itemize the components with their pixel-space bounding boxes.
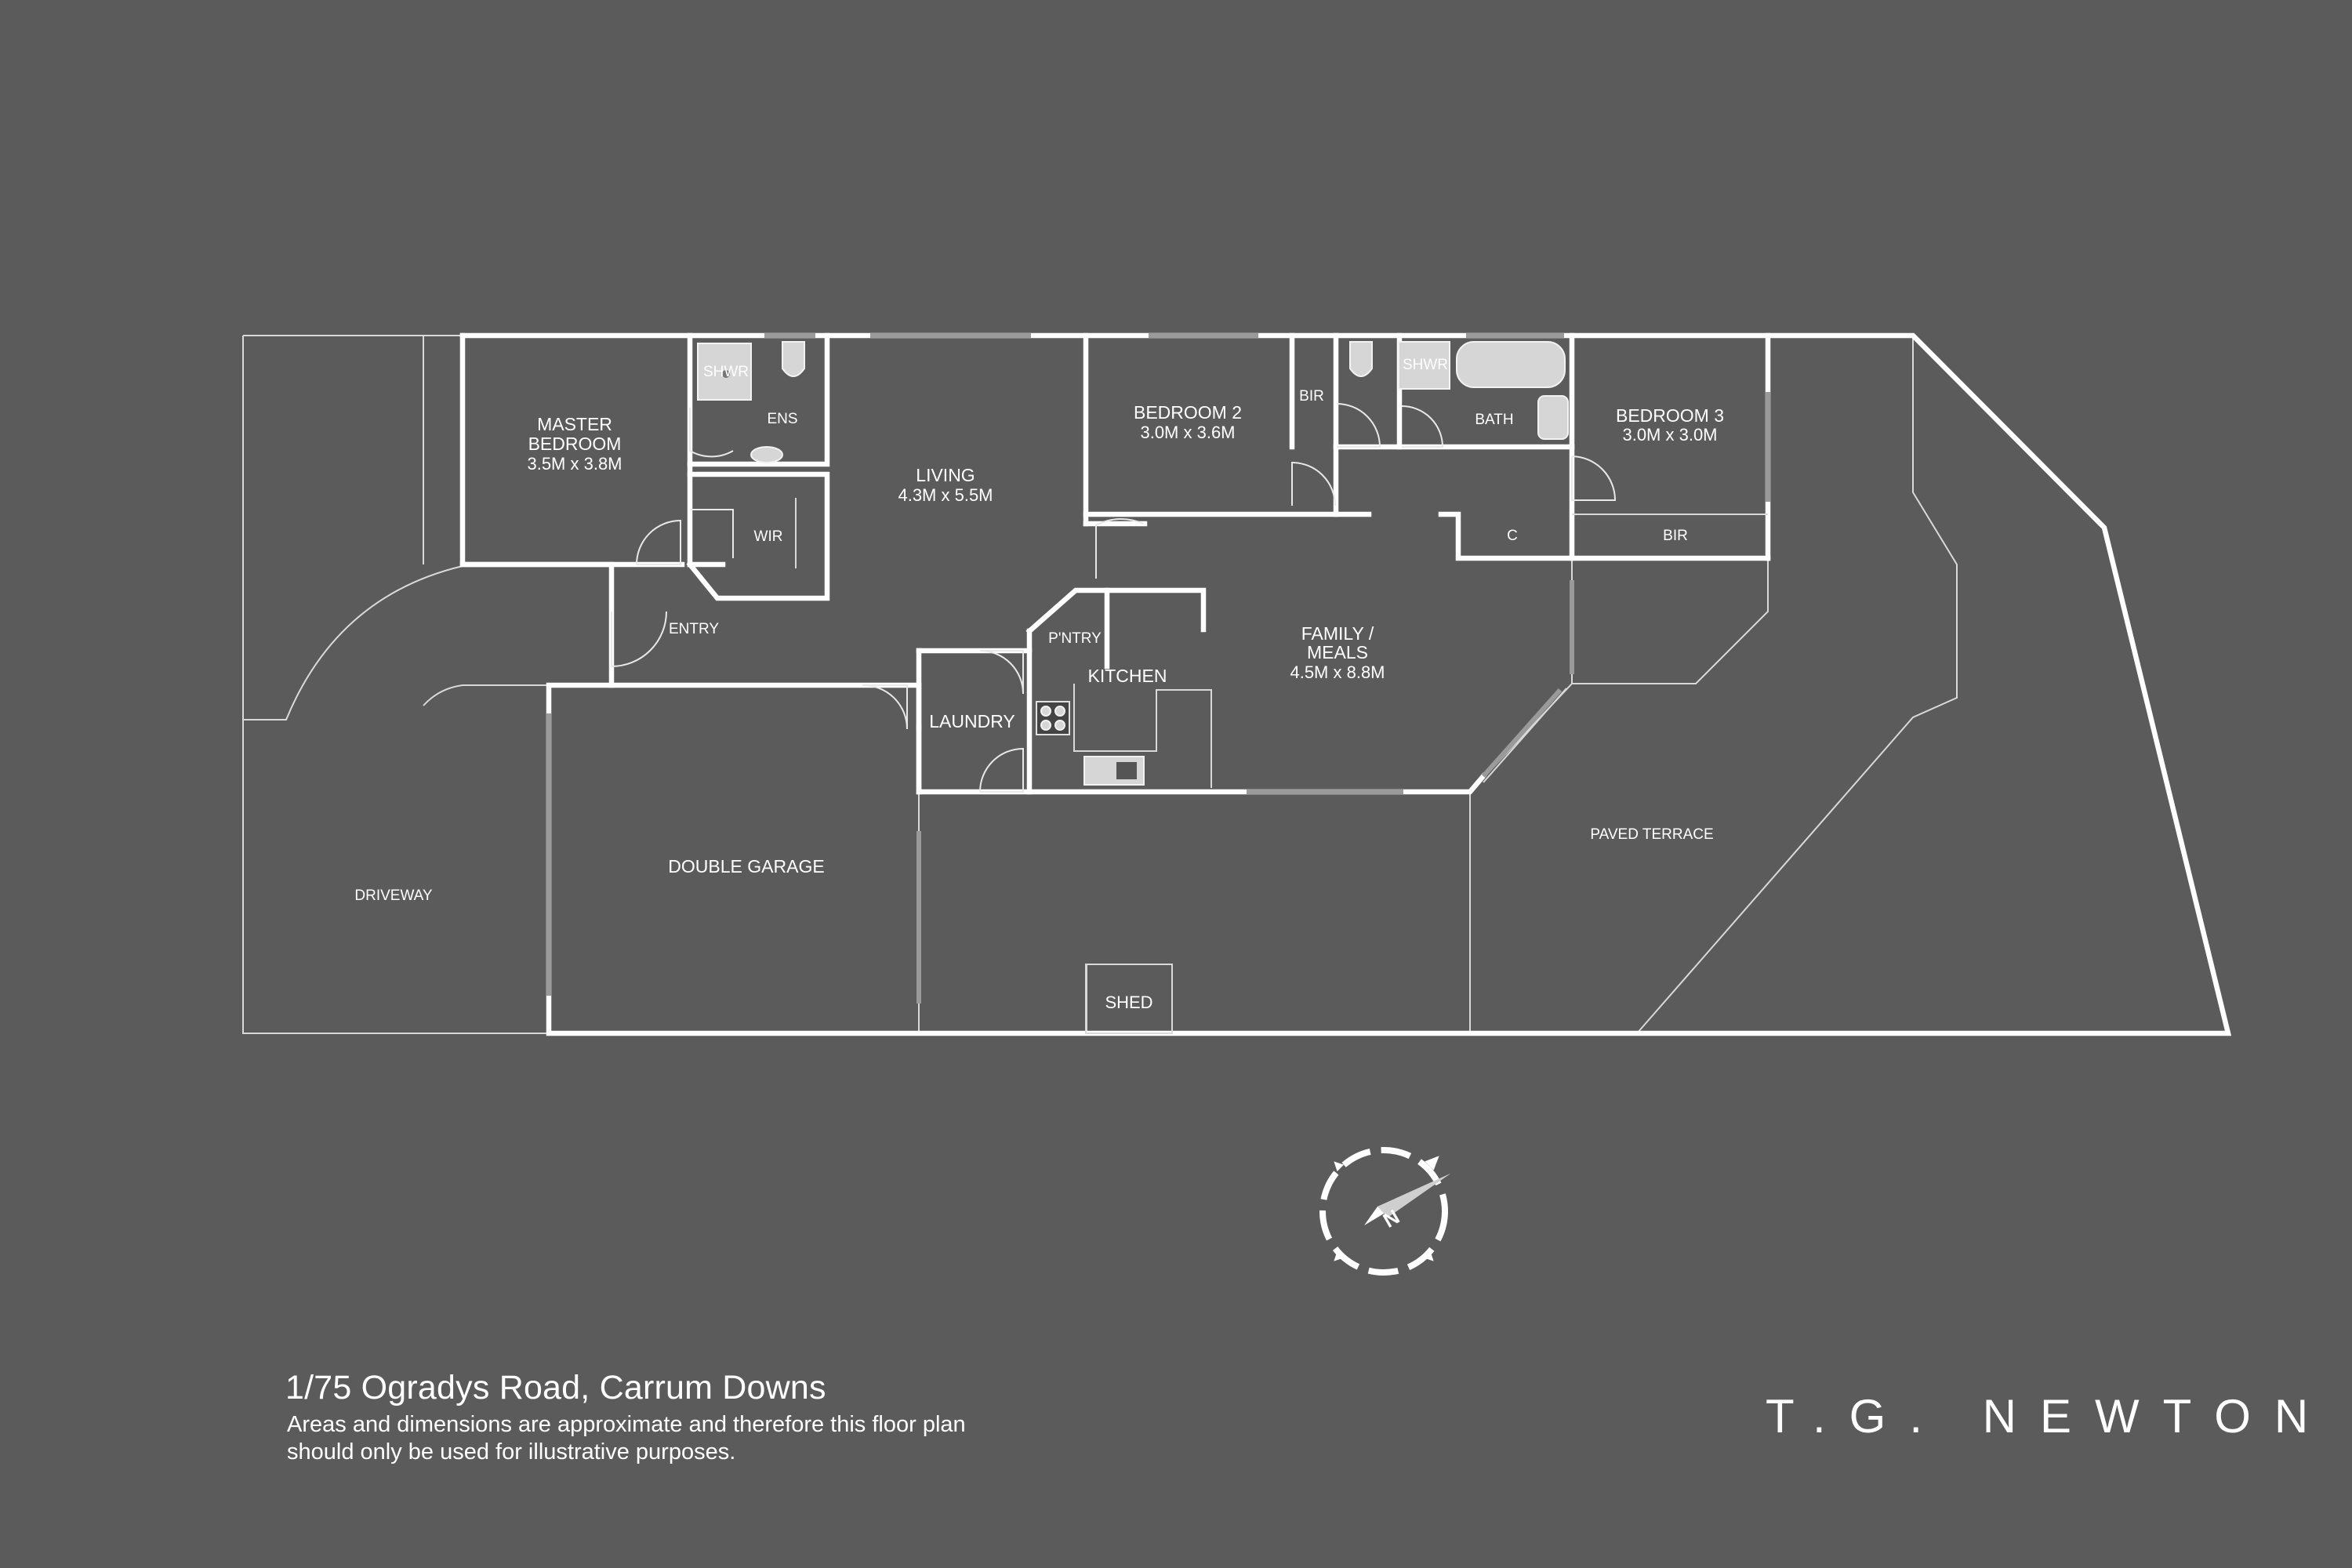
address-block: 1/75 Ogradys Road, Carrum Downs Areas an… [285,1369,993,1466]
family-dims: 4.5M x 8.8M [1290,662,1385,682]
disclaimer-text: Areas and dimensions are approximate and… [287,1412,966,1465]
pantry-label: P'NTRY [1048,630,1102,647]
shed-label: SHED [1105,993,1152,1012]
bath-label: BATH [1475,412,1513,428]
kitchen-label: KITCHEN [1088,666,1167,686]
cooktop-icon [1036,701,1070,735]
family-label-2: MEALS [1307,642,1368,662]
paved-terrace-label: PAVED TERRACE [1590,826,1713,843]
shower-drain-icon [722,370,730,378]
driveway-label: DRIVEWAY [354,887,433,904]
family-label: FAMILY / [1301,623,1374,644]
fixtures [697,341,1768,1034]
entry-label: ENTRY [669,621,719,637]
windows [546,333,1770,1004]
master-bedroom-dims: 3.5M x 3.8M [527,454,622,474]
bathtub-icon [1456,341,1566,388]
bir-bed3-label: BIR [1663,528,1688,544]
bath-basin-icon [1537,395,1569,440]
property-address: 1/75 Ogradys Road, Carrum Downs [285,1369,826,1406]
walls [459,332,2232,1036]
bedroom3-dims: 3.0M x 3.0M [1622,425,1717,445]
bedroom2-label: BEDROOM 2 [1134,402,1242,423]
door-swings [611,403,1617,793]
brand-logo-text: T.G. NEWTON [1766,1390,2332,1443]
bath-shower-label: SHWR [1403,357,1448,373]
laundry-label: LAUNDRY [929,711,1015,731]
bedroom2-dims: 3.0M x 3.6M [1140,423,1235,442]
bir-bed2-label: BIR [1299,388,1324,405]
living-dims: 4.3M x 5.5M [898,485,993,505]
bath-shower-tray [1398,341,1450,390]
ens-shower-label: SHWR [703,364,749,380]
master-bedroom-label: MASTER [537,414,612,434]
double-garage-label: DOUBLE GARAGE [668,856,824,877]
ens-label: ENS [767,411,797,427]
bath-toilet-icon [1349,341,1373,377]
compass-north-icon: N [1319,1147,1450,1276]
ens-toilet-icon [782,341,805,377]
master-bedroom-label-2: BEDROOM [528,434,622,454]
wir-label: WIR [754,528,783,545]
bedroom3-label: BEDROOM 3 [1616,405,1724,426]
living-label: LIVING [916,465,975,485]
shed-outline [1085,964,1173,1034]
cupboard-label: C [1507,528,1518,544]
ens-basin-icon [750,446,783,463]
room-labels: MASTER BEDROOM 3.5M x 3.8M SHWR ENS WIR … [354,357,1724,1012]
